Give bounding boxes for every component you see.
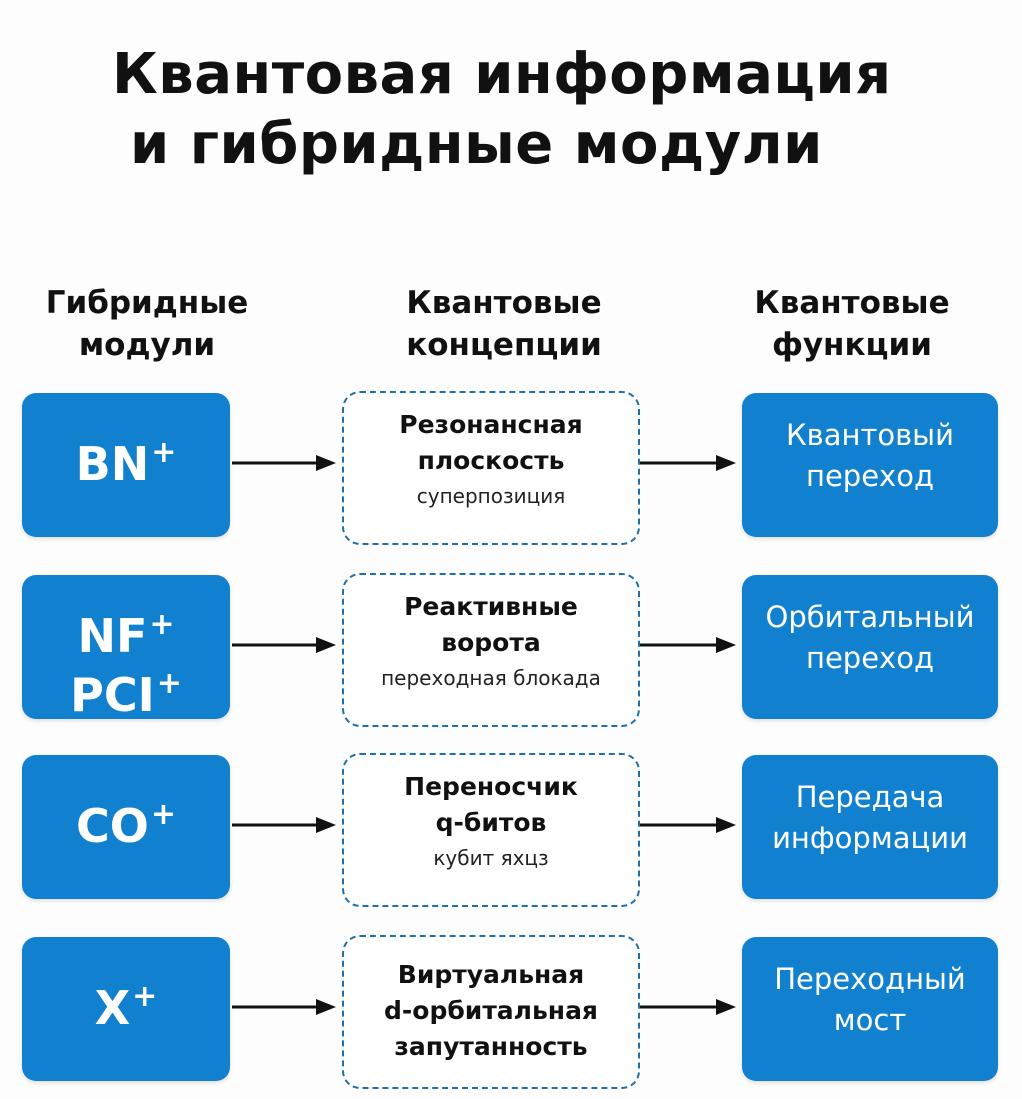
column-header-line: модули xyxy=(78,327,216,363)
column-header-line: концепции xyxy=(406,327,602,363)
arrow-concept-to-function xyxy=(640,817,736,833)
function-label: Орбитальный переход xyxy=(766,597,975,679)
quantum-concept-box: Реактивные ворота переходная блокада xyxy=(342,573,640,727)
concept-title: Резонансная плоскость xyxy=(399,407,582,479)
concept-title-line: запутанность xyxy=(394,1032,588,1061)
concept-title-line: Реактивные xyxy=(404,592,578,621)
arrow-concept-to-function xyxy=(640,455,736,471)
arrow-concept-to-function xyxy=(640,999,736,1015)
column-header-line: функции xyxy=(772,327,932,363)
module-formula: NF+ xyxy=(70,601,182,660)
column-header-concepts: Квантовые концепции xyxy=(364,282,644,366)
module-formula: PCI+ xyxy=(70,660,182,719)
arrow-head xyxy=(316,637,336,653)
function-label-line: Переходный xyxy=(774,962,966,996)
arrow-right-icon xyxy=(232,999,336,1015)
function-label-line: информации xyxy=(772,821,968,855)
function-label-line: Передача xyxy=(795,780,945,814)
module-formula-base: BN xyxy=(75,437,150,491)
function-label: Передача информации xyxy=(772,777,968,859)
column-header-modules: Гибридные модули xyxy=(22,282,272,366)
arrow-module-to-concept xyxy=(232,455,336,471)
function-label: Квантовый переход xyxy=(786,415,954,497)
arrow-head xyxy=(716,999,736,1015)
function-label-line: Квантовый xyxy=(786,418,954,452)
module-formula: X+ xyxy=(95,973,158,1032)
arrow-right-icon xyxy=(640,817,736,833)
arrow-concept-to-function xyxy=(640,637,736,653)
arrow-right-icon xyxy=(232,637,336,653)
column-header-functions: Квантовые функции xyxy=(712,282,992,366)
concept-title: Реактивные ворота xyxy=(404,589,578,661)
concept-title: Виртуальная d-орбитальная запутанность xyxy=(384,957,598,1065)
module-formula-base: X xyxy=(94,981,131,1035)
module-formula: CO+ xyxy=(76,791,176,850)
concept-subtitle: суперпозиция xyxy=(416,484,566,508)
concept-title-line: плоскость xyxy=(417,446,565,475)
module-label: CO+ xyxy=(76,791,176,850)
module-formula-charge: + xyxy=(132,979,158,1014)
quantum-function-box: Передача информации xyxy=(742,755,998,899)
arrow-module-to-concept xyxy=(232,817,336,833)
arrow-right-icon xyxy=(640,637,736,653)
quantum-concept-box: Переносчик q-битов кубит яхцз xyxy=(342,753,640,907)
hybrid-module-box: CO+ xyxy=(22,755,230,899)
title-line-1: Квантовая информация xyxy=(112,42,892,107)
arrow-head xyxy=(316,455,336,471)
quantum-function-box: Орбитальный переход xyxy=(742,575,998,719)
module-formula-charge: + xyxy=(150,797,176,832)
concept-subtitle: кубит яхцз xyxy=(433,846,549,870)
arrow-module-to-concept xyxy=(232,999,336,1015)
concept-title: Переносчик q-битов xyxy=(404,769,578,841)
module-formula-charge: + xyxy=(151,435,177,470)
arrow-head xyxy=(716,817,736,833)
quantum-function-box: Переходный мост xyxy=(742,937,998,1081)
column-header-line: Квантовые xyxy=(406,285,602,321)
concept-title-line: ворота xyxy=(441,628,541,657)
quantum-function-box: Квантовый переход xyxy=(742,393,998,537)
module-formula-charge: + xyxy=(149,607,175,642)
quantum-concept-box: Виртуальная d-орбитальная запутанность xyxy=(342,935,640,1089)
arrow-right-icon xyxy=(232,817,336,833)
module-label: NF+PCI+ xyxy=(70,601,182,719)
arrow-head xyxy=(316,817,336,833)
function-label: Переходный мост xyxy=(774,959,966,1041)
concept-title-line: d-орбитальная xyxy=(384,996,598,1025)
column-header-line: Гибридные xyxy=(45,285,249,321)
column-header-line: Квантовые xyxy=(754,285,950,321)
hybrid-module-box: NF+PCI+ xyxy=(22,575,230,719)
arrow-right-icon xyxy=(640,455,736,471)
concept-title-line: Переносчик xyxy=(404,772,578,801)
hybrid-module-box: X+ xyxy=(22,937,230,1081)
function-label-line: Орбитальный xyxy=(765,600,975,634)
arrow-head xyxy=(316,999,336,1015)
function-label-line: мост xyxy=(833,1003,907,1037)
page-title: Квантовая информация и гибридные модули xyxy=(112,40,912,180)
function-label-line: переход xyxy=(805,641,934,675)
module-formula: BN+ xyxy=(76,429,177,488)
concept-title-line: q-битов xyxy=(435,808,547,837)
quantum-concept-box: Резонансная плоскость суперпозиция xyxy=(342,391,640,545)
arrow-head xyxy=(716,455,736,471)
module-formula-charge: + xyxy=(156,666,182,701)
arrow-module-to-concept xyxy=(232,637,336,653)
concept-title-line: Виртуальная xyxy=(397,960,585,989)
module-formula-base: NF xyxy=(77,609,148,663)
arrow-right-icon xyxy=(232,455,336,471)
module-label: X+ xyxy=(95,973,158,1032)
module-label: BN+ xyxy=(76,429,177,488)
concept-title-line: Резонансная xyxy=(399,410,583,439)
arrow-head xyxy=(716,637,736,653)
arrow-right-icon xyxy=(640,999,736,1015)
concept-subtitle: переходная блокада xyxy=(381,666,601,690)
module-formula-base: PCI xyxy=(70,668,155,722)
function-label-line: переход xyxy=(805,459,934,493)
title-line-2: и гибридные модули xyxy=(130,112,823,177)
hybrid-module-box: BN+ xyxy=(22,393,230,537)
module-formula-base: CO xyxy=(75,799,149,853)
